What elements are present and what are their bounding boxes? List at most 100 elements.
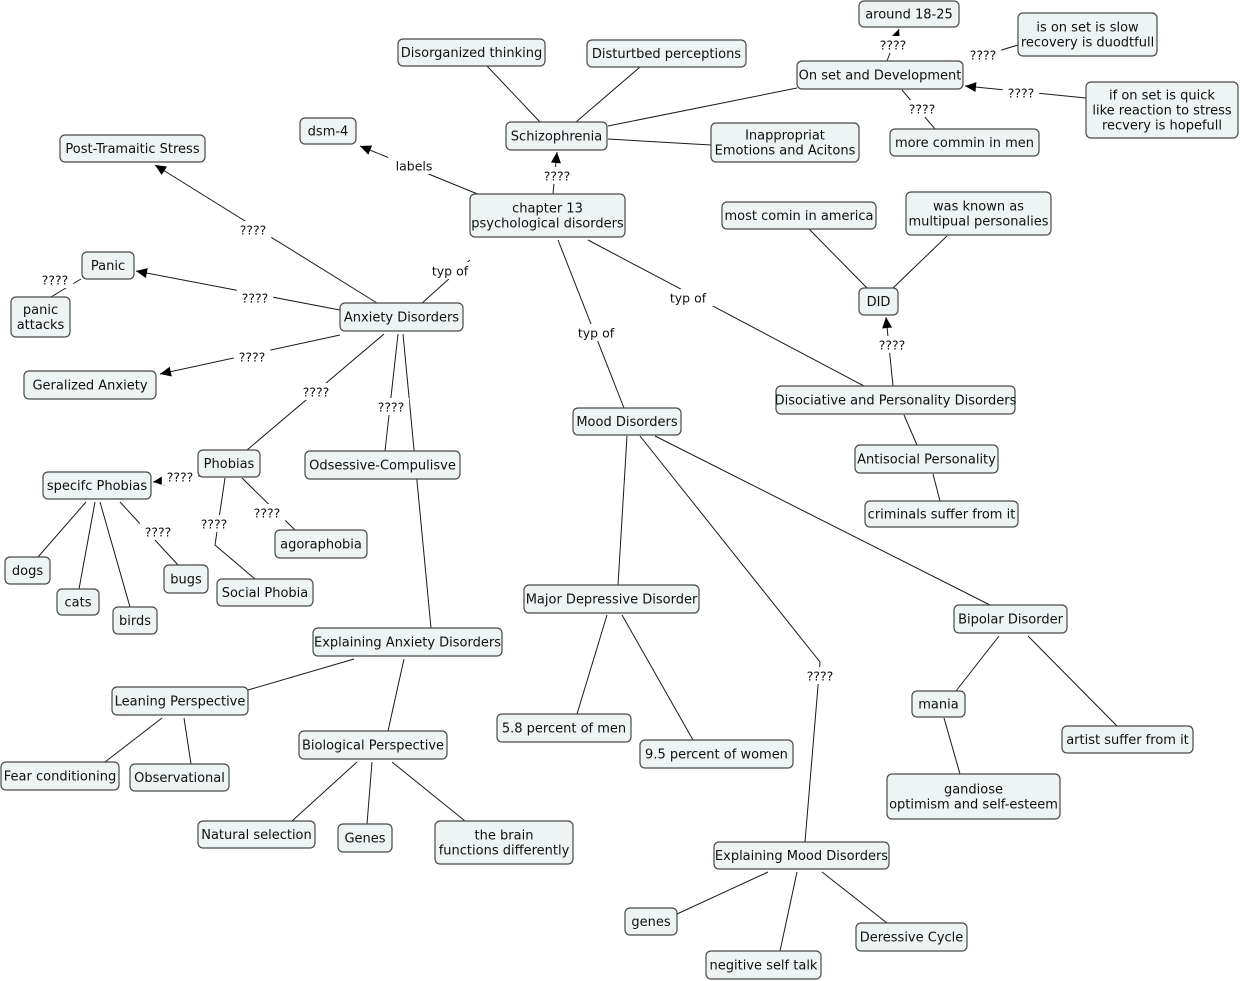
arrow-head-icon [155,165,167,176]
concept-cycle[interactable]: Deressive Cycle [855,922,968,952]
concept-social[interactable]: Social Phobia [216,578,314,607]
link-label-labels: labels [388,157,440,174]
concept-america[interactable]: most comin in america [721,201,877,230]
concept-lean[interactable]: Leaning Perspective [111,686,249,716]
concept-label: dogs [12,564,43,579]
link-label-unknown: ???? [236,289,274,306]
link-label-text: typ of [578,326,615,341]
link-line [932,473,941,502]
concept-phob[interactable]: Phobias [197,449,261,478]
concept-artist[interactable]: artist suffer from it [1061,725,1194,754]
concept-around[interactable]: around 18-25 [858,0,960,28]
link-line [943,717,961,775]
concept-pctwomen[interactable]: 9.5 percent of women [639,739,794,769]
concept-panic[interactable]: Panic [81,251,135,280]
concept-fear[interactable]: Fear conditioning [0,761,120,791]
concept-genes1[interactable]: Genes [337,823,393,853]
link-line [821,871,888,924]
concept-men[interactable]: more commin in men [889,128,1040,157]
concept-obs[interactable]: Observational [129,763,230,792]
concept-label: the brain [475,829,534,844]
concept-box [905,191,1052,236]
concept-onset[interactable]: On set and Development [796,60,964,90]
concept-label: Emotions and Acitons [715,144,856,159]
concept-box [112,606,158,635]
concept-label: Schizophrenia [511,130,602,145]
concept-box [197,449,261,478]
concept-label: Disociative and Personality Disorders [775,394,1017,409]
link-label-unknown: ???? [233,348,271,365]
concept-box [397,38,546,67]
concept-spec[interactable]: specifc Phobias [42,471,152,500]
concept-box [337,823,393,853]
concept-box [624,907,678,936]
link-line [808,228,868,289]
concept-box [10,296,71,338]
concept-antisoc[interactable]: Antisocial Personality [854,444,999,474]
concept-mdd[interactable]: Major Depressive Disorder [523,584,700,614]
concept-schiz[interactable]: Schizophrenia [505,121,608,151]
concept-disturb[interactable]: Disturtbed perceptions [586,39,747,68]
link-label-text: ???? [254,506,281,521]
concept-disoc[interactable]: Disociative and Personality Disorders [775,385,1017,415]
link-line [587,239,865,387]
concept-label: Fear conditioning [4,770,116,785]
concept-label: dsm-4 [308,125,349,140]
concept-birds[interactable]: birds [112,606,158,635]
link-label-unknown: ???? [248,504,286,521]
link-label-text: ???? [303,385,330,400]
concept-mood[interactable]: Mood Disorders [572,407,682,436]
concept-label: recvery is hopefull [1102,119,1222,134]
concept-gen[interactable]: Geralized Anxiety [23,370,157,400]
link-label-text: ???? [970,48,997,63]
concept-label: artist suffer from it [1066,733,1189,748]
link-label-text: typ of [670,291,707,306]
link-line [99,501,131,608]
concept-expmood[interactable]: Explaining Mood Disorders [713,841,890,870]
link-label-text: ???? [378,400,405,415]
concept-label: psychological disorders [471,217,624,232]
concept-cats[interactable]: cats [56,588,100,616]
concept-natsel[interactable]: Natural selection [197,820,316,849]
concept-bugs[interactable]: bugs [163,564,209,594]
concept-ptsd[interactable]: Post-Tramaitic Stress [59,134,206,163]
concept-dsm[interactable]: dsm-4 [299,117,357,145]
concept-crim[interactable]: criminals suffer from it [864,500,1019,528]
concept-selftalk[interactable]: negitive self talk [705,950,822,980]
concept-mania[interactable]: mania [911,690,966,718]
concept-box [775,385,1016,415]
concept-label: Post-Tramaitic Stress [65,142,199,157]
link-label-typ: typ of [424,262,476,279]
concept-box [4,556,51,585]
concept-bio[interactable]: Biological Perspective [298,730,448,760]
concept-label: 9.5 percent of women [645,748,788,763]
concept-did[interactable]: DID [858,287,899,316]
link-line [903,414,918,446]
concept-label: Inappropriat [745,129,825,144]
concept-box [858,0,960,28]
concept-genes2[interactable]: genes [624,907,678,936]
concept-agora[interactable]: agoraphobia [274,529,368,559]
concept-dogs[interactable]: dogs [4,556,51,585]
concept-label: On set and Development [799,69,962,84]
concept-bipolar[interactable]: Bipolar Disorder [953,604,1068,634]
concept-label: negitive self talk [710,959,818,974]
concept-pctmen[interactable]: 5.8 percent of men [496,713,632,743]
link-label-unknown: ???? [36,271,74,288]
link-line [78,501,96,590]
arrow-head-icon [550,152,561,164]
concept-label: Phobias [204,457,255,472]
concept-anx[interactable]: Anxiety Disorders [339,302,464,332]
concept-disorg[interactable]: Disorganized thinking [397,38,546,67]
concept-expanx[interactable]: Explaining Anxiety Disorders [312,627,503,657]
link-line [779,871,798,952]
concept-ocd[interactable]: Odsessive-Compulisve [304,450,461,480]
